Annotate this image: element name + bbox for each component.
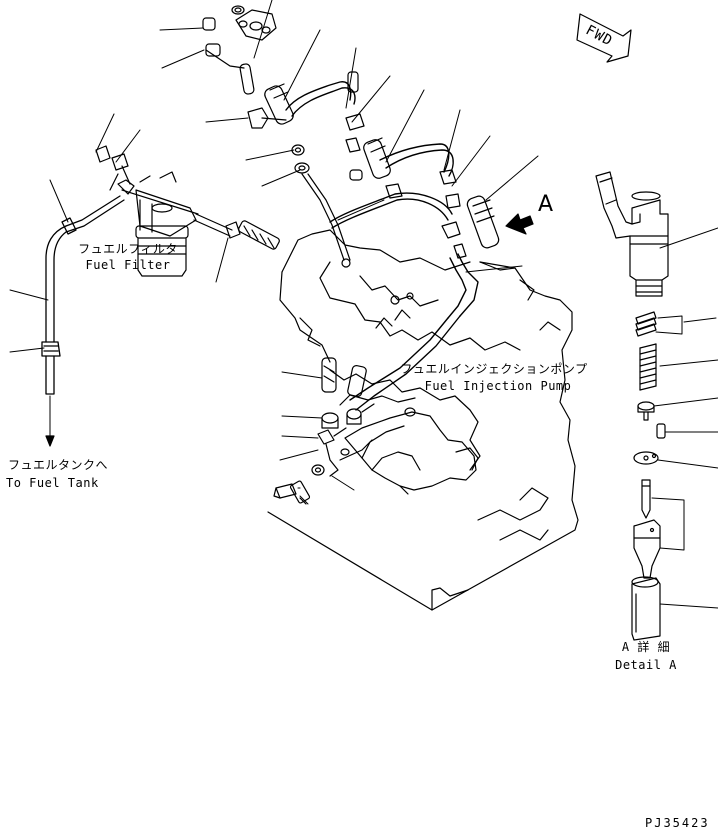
fwd-arrow-icon (576, 13, 632, 63)
part-code: PJ35423 (645, 816, 710, 830)
to-fuel-tank-label-en: To Fuel Tank (6, 476, 99, 490)
fuel-filter (95, 145, 199, 277)
injection-lines (285, 81, 479, 411)
fuel-filter-label-en: Fuel Filter (85, 258, 171, 272)
engine-block-outline (267, 229, 579, 611)
detail-a-label-en: Detail A (615, 658, 677, 672)
injection-pump-body (344, 407, 479, 495)
detail-a-label-jp: A 詳 細 (621, 640, 671, 654)
leader-lines (9, 0, 718, 609)
view-a-arrow-icon (505, 213, 534, 235)
feed-hose (159, 171, 280, 250)
fuel-injection-pump-label-en: Fuel Injection Pump (424, 379, 572, 393)
nozzle-holders (264, 83, 500, 249)
cover-plate (235, 9, 277, 41)
small-caps-and-fittings (202, 5, 467, 261)
detail-a-assembly (595, 171, 669, 641)
lower-pump-parts (273, 357, 375, 505)
to-fuel-tank-label-jp: フュエルタンクへ (8, 458, 109, 472)
view-a-label: A (538, 192, 554, 217)
fuel-injection-pump-label-jp: フュエルインジェクションポンプ (400, 362, 588, 376)
fuel-return-hose (41, 195, 125, 395)
arrow-down-icon (45, 435, 55, 447)
fuel-filter-label-jp: フュエルフィルタ (78, 242, 178, 256)
